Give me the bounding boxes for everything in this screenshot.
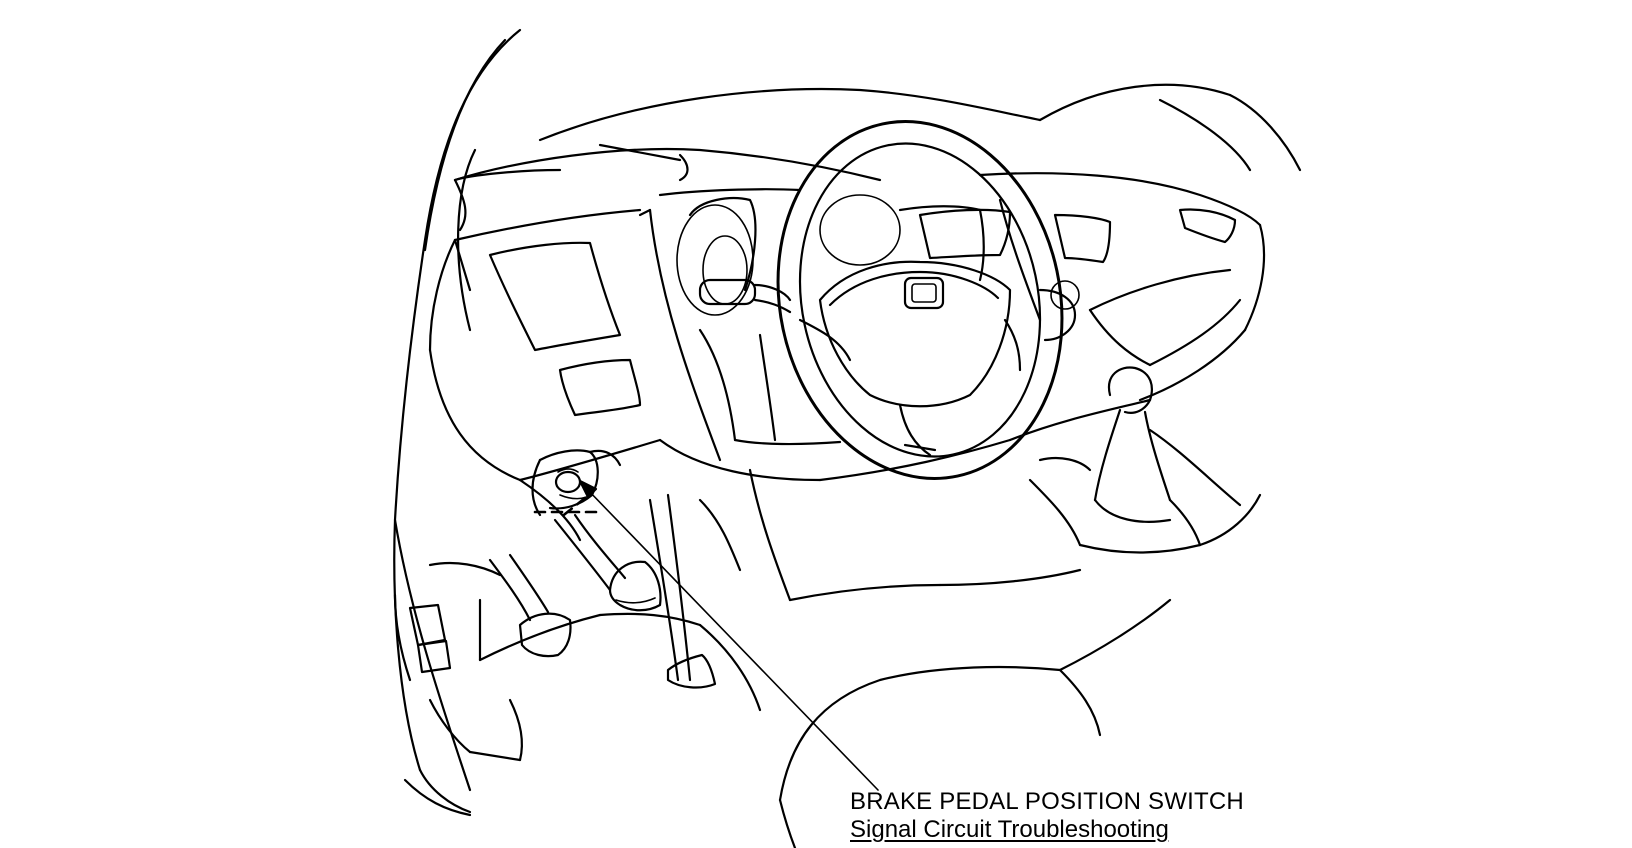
driver-seat [778, 598, 1172, 848]
steering-column [698, 328, 937, 452]
brake-pedal [553, 513, 662, 612]
shift-lever [1028, 366, 1262, 554]
center-tunnel [698, 468, 1082, 602]
turn-signal-stalk [698, 278, 792, 314]
leader-arrow [578, 479, 879, 791]
troubleshooting-link[interactable]: Signal Circuit Troubleshooting [850, 816, 1169, 843]
windshield-frame [538, 83, 1302, 172]
switch-locator [533, 496, 602, 520]
callout-label: BRAKE PEDAL POSITION SWITCH [850, 788, 1244, 815]
footwell [428, 561, 762, 712]
pedal-bracket [531, 449, 622, 517]
steering-wheel [776, 120, 1064, 480]
door-panel [393, 593, 524, 762]
accelerator-pedal [648, 493, 717, 689]
left-pedal [488, 553, 572, 658]
a-pillar [393, 28, 522, 817]
callout: BRAKE PEDAL POSITION SWITCH Signal Circu… [850, 788, 1610, 844]
